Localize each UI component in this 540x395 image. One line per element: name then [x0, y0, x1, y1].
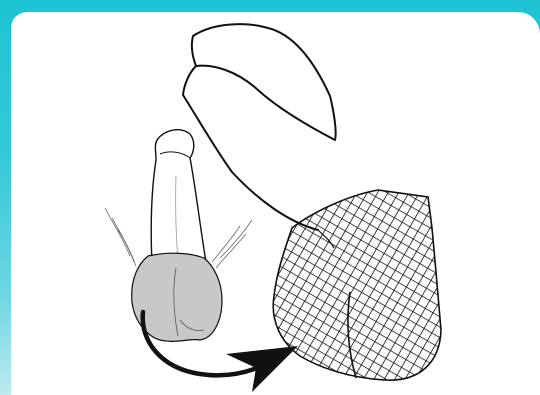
thigh-outline — [183, 24, 336, 230]
penis-shaft — [151, 130, 206, 264]
illustration-panel — [11, 12, 540, 395]
transfer-arrow-head — [226, 346, 298, 392]
anatomy-diagram — [11, 12, 540, 395]
mesh-scrotum — [260, 180, 460, 390]
